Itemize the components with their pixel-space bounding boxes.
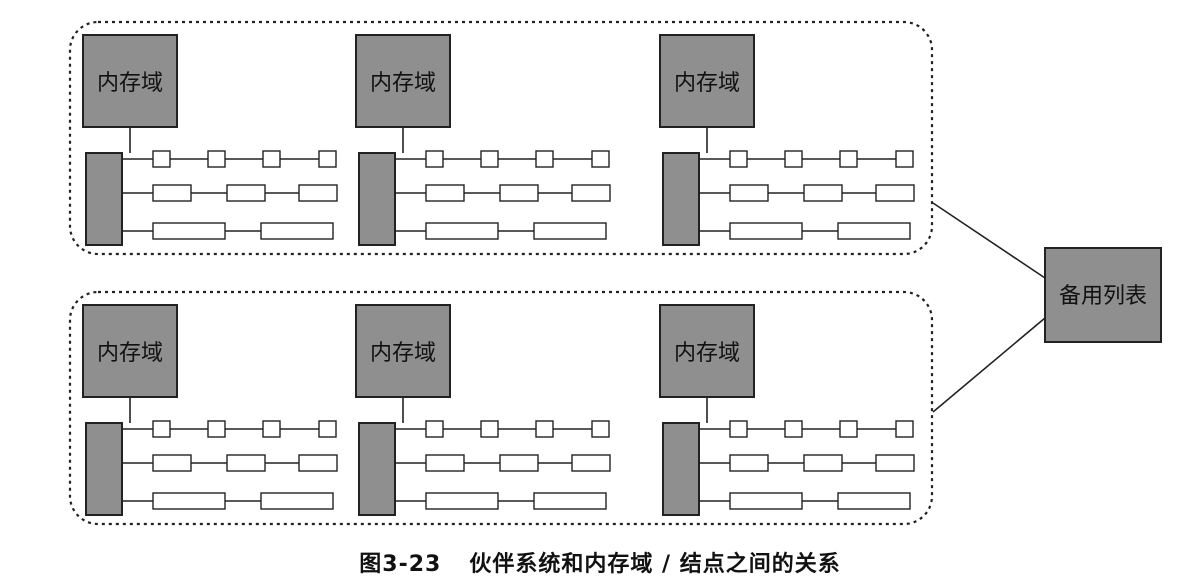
page-block — [260, 222, 334, 240]
zone-box — [659, 34, 755, 128]
page-block — [152, 492, 226, 510]
page-block — [425, 454, 465, 472]
figure-caption: 图3-23 伙伴系统和内存域 / 结点之间的关系 — [0, 546, 1200, 578]
page-block — [152, 222, 226, 240]
page-block — [533, 492, 607, 510]
free-area-column — [358, 152, 396, 246]
page-block — [591, 150, 610, 168]
page-block — [837, 492, 911, 510]
zone-3: 内存域 — [659, 34, 915, 246]
page-block — [260, 492, 334, 510]
free-area-column — [662, 152, 700, 246]
page-block — [729, 420, 748, 438]
freelist: 备用列表 — [1044, 247, 1162, 343]
zone-label: 内存域 — [97, 341, 163, 366]
page-block — [226, 184, 266, 202]
zone-1: 内存域 — [82, 34, 338, 246]
page-block — [298, 184, 338, 202]
page-block — [784, 150, 803, 168]
node-2: 内存域 内存域 内存域 — [68, 290, 934, 526]
page-block — [591, 420, 610, 438]
page-block — [262, 420, 281, 438]
page-block — [262, 150, 281, 168]
node-boundary — [68, 20, 934, 256]
page-block — [839, 420, 858, 438]
zone-label: 内存域 — [97, 71, 163, 96]
page-block — [152, 454, 192, 472]
page-block — [533, 222, 607, 240]
page-block — [571, 184, 611, 202]
free-area-column — [85, 422, 123, 516]
node-1: 内存域 内存域 内存域 — [68, 20, 934, 256]
zone-box — [355, 304, 451, 398]
caption-text: 伙伴系统和内存域 / 结点之间的关系 — [469, 552, 841, 577]
page-block — [895, 420, 914, 438]
page-block — [875, 184, 915, 202]
page-block — [729, 492, 803, 510]
page-block — [425, 184, 465, 202]
page-block — [425, 150, 444, 168]
page-block — [729, 184, 769, 202]
connector-node-2 — [932, 317, 1046, 413]
zone-2: 内存域 — [355, 304, 611, 516]
page-block — [207, 420, 226, 438]
buddy-system-diagram: 内存域内存域内存域内存域内存域内存域 备用列表 — [68, 20, 1162, 526]
page-block — [729, 150, 748, 168]
connector-node-1 — [932, 202, 1046, 279]
page-block — [895, 150, 914, 168]
freelist-box — [1044, 247, 1162, 343]
page-block — [839, 150, 858, 168]
page-block — [425, 492, 499, 510]
page-block — [425, 222, 499, 240]
zone-label: 内存域 — [674, 341, 740, 366]
page-block — [784, 420, 803, 438]
page-block — [425, 420, 444, 438]
page-block — [152, 420, 171, 438]
page-block — [729, 222, 803, 240]
free-area-column — [662, 422, 700, 516]
page-block — [803, 184, 843, 202]
zone-box — [82, 34, 178, 128]
page-block — [298, 454, 338, 472]
page-block — [152, 150, 171, 168]
zone-1: 内存域 — [82, 304, 338, 516]
page-block — [152, 184, 192, 202]
zone-label: 内存域 — [674, 71, 740, 96]
page-block — [729, 454, 769, 472]
zone-label: 内存域 — [370, 71, 436, 96]
zone-2: 内存域 — [355, 34, 611, 246]
freelist-label: 备用列表 — [1059, 284, 1147, 309]
page-block — [480, 420, 499, 438]
node-boundary — [68, 290, 934, 526]
free-area-column — [85, 152, 123, 246]
free-area-column — [358, 422, 396, 516]
page-block — [318, 420, 337, 438]
page-block — [499, 454, 539, 472]
page-block — [535, 150, 554, 168]
page-block — [571, 454, 611, 472]
page-block — [318, 150, 337, 168]
page-block — [837, 222, 911, 240]
page-block — [535, 420, 554, 438]
zone-box — [82, 304, 178, 398]
page-block — [226, 454, 266, 472]
page-block — [480, 150, 499, 168]
page-block — [207, 150, 226, 168]
page-block — [875, 454, 915, 472]
page-block — [803, 454, 843, 472]
zone-3: 内存域 — [659, 304, 915, 516]
zone-label: 内存域 — [370, 341, 436, 366]
caption-number: 图3-23 — [359, 552, 442, 577]
page-block — [499, 184, 539, 202]
